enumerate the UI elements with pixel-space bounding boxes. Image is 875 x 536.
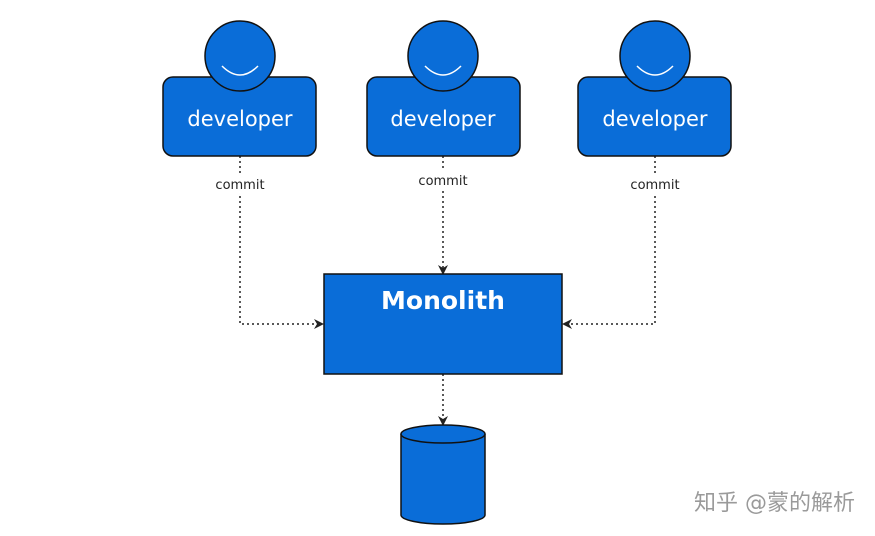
database-cylinder-icon	[400, 424, 486, 525]
connector-developer-3-to-monolith	[562, 156, 656, 329]
monolith-node: Monolith	[323, 273, 563, 375]
developer-node-3: developer	[577, 20, 732, 157]
watermark: 知乎 @蒙的解析	[694, 491, 855, 516]
person-icon	[619, 20, 691, 92]
connectors	[239, 156, 656, 426]
connector-developer-1-to-monolith	[239, 156, 324, 329]
developer-label-3: developer	[602, 107, 708, 131]
commit-label-2: commit	[418, 174, 467, 189]
developer-label-2: developer	[390, 107, 496, 131]
monolith-label: Monolith	[381, 286, 505, 315]
person-icon	[407, 20, 479, 92]
developer-label-1: developer	[187, 107, 293, 131]
commit-label-1: commit	[215, 178, 264, 193]
developer-node-2: developer	[366, 20, 521, 157]
monolith-box	[323, 273, 563, 375]
commit-label-3: commit	[630, 178, 679, 193]
commit-labels: commit commit commit	[210, 169, 685, 193]
developer-node-1: developer	[162, 20, 317, 157]
person-icon	[204, 20, 276, 92]
